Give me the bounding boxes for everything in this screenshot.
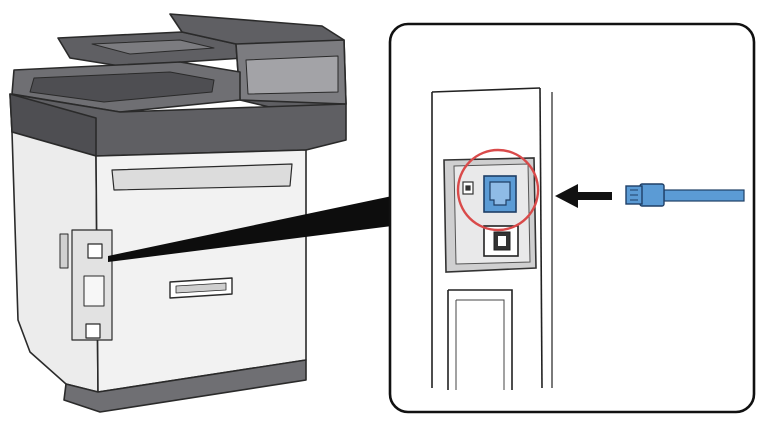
side-port-usb (85, 323, 101, 339)
circle-highlight-icon (456, 148, 540, 232)
feeder-slot (245, 55, 339, 95)
zoom-leader-wedge (108, 196, 392, 262)
arrow-left-icon (555, 184, 612, 208)
zoom-frame (388, 22, 756, 414)
side-port-ethernet (87, 243, 103, 259)
printer-base (63, 359, 307, 413)
cover-right-edge (539, 87, 543, 389)
zoom-detail-panel (388, 22, 756, 414)
cover-top-edge (431, 87, 541, 93)
side-port-slot (83, 275, 105, 307)
ethernet-port-icon (483, 175, 517, 213)
network-cable-icon (625, 183, 745, 207)
cover-lower-opening-inner (455, 299, 505, 390)
multifunction-printer-icon (9, 13, 347, 413)
rear-handle-recess (175, 282, 227, 294)
side-vent (59, 233, 69, 269)
output-slot (29, 71, 215, 103)
cover-lower-opening (447, 289, 513, 390)
feeder-tray-inner (91, 39, 215, 55)
back-panel-recess (111, 163, 293, 191)
lan-symbol-icon (462, 181, 474, 195)
